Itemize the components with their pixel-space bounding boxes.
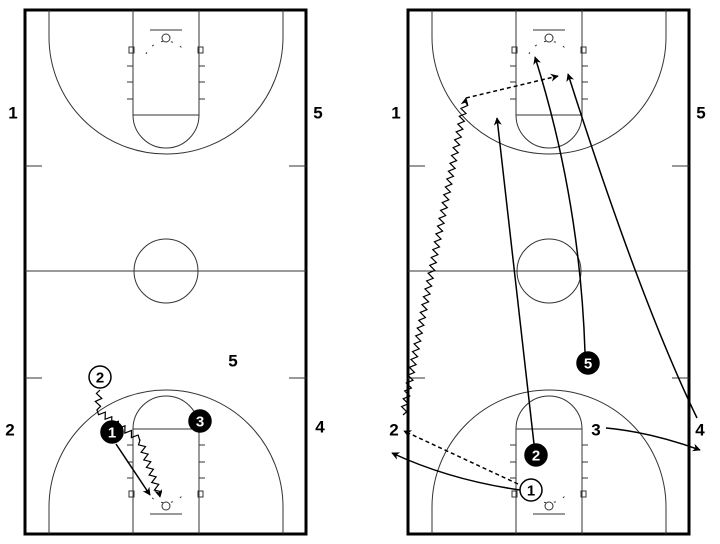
player-circle xyxy=(576,351,600,375)
position-spot-label: 4 xyxy=(695,421,705,440)
restricted-arc xyxy=(145,40,187,55)
position-spot-label: 5 xyxy=(696,104,705,123)
player-circle xyxy=(100,420,124,444)
free-throw-circle xyxy=(515,114,583,149)
cut-path xyxy=(115,443,151,496)
three-point-line xyxy=(48,10,284,155)
player-number: 1 xyxy=(527,483,535,500)
offense-player-open: 1 xyxy=(519,478,543,502)
block-mark xyxy=(511,46,518,54)
restricted-arc xyxy=(528,40,570,55)
basket xyxy=(544,501,554,511)
cut-path xyxy=(391,452,521,491)
three-point-line xyxy=(431,10,667,155)
basket xyxy=(161,33,171,43)
position-spot-label: 5 xyxy=(228,352,237,371)
player-number: 5 xyxy=(584,356,592,373)
center-circle xyxy=(133,238,199,304)
center-circle xyxy=(516,238,582,304)
dribble-path xyxy=(94,389,163,498)
offense-player-filled: 5 xyxy=(576,351,600,375)
court-boundary xyxy=(23,8,308,536)
player-circle xyxy=(188,409,212,433)
position-spot-label: 2 xyxy=(5,421,14,440)
pass-path xyxy=(465,73,559,99)
position-spot-label: 5 xyxy=(313,104,322,123)
free-throw-circle xyxy=(515,395,583,430)
cut-path xyxy=(493,117,535,445)
court xyxy=(23,8,308,536)
block-mark xyxy=(128,490,135,498)
free-throw-lane xyxy=(515,10,583,116)
player-number: 3 xyxy=(196,414,204,431)
player-number: 2 xyxy=(96,370,104,387)
dribble-path xyxy=(400,97,469,416)
court xyxy=(406,8,691,536)
player-number: 2 xyxy=(532,448,540,465)
offense-player-filled: 3 xyxy=(188,409,212,433)
position-spot-label: 1 xyxy=(391,104,400,123)
court-boundary xyxy=(406,8,691,536)
free-throw-lane xyxy=(132,428,200,534)
offense-player-filled: 1 xyxy=(100,420,124,444)
restricted-arc xyxy=(145,489,187,504)
position-spot-label: 4 xyxy=(315,418,325,437)
cut-path xyxy=(605,427,701,452)
block-mark xyxy=(580,46,587,54)
block-mark xyxy=(580,490,587,498)
cut-path xyxy=(566,73,698,419)
basket xyxy=(161,501,171,511)
position-spot-label: 3 xyxy=(591,421,600,440)
position-spot-label: 2 xyxy=(389,421,398,440)
movement-paths xyxy=(94,56,701,498)
free-throw-circle xyxy=(132,114,200,149)
block-mark xyxy=(197,46,204,54)
player-circle xyxy=(524,443,548,467)
pass-path xyxy=(403,430,519,485)
three-point-line xyxy=(431,389,667,534)
player-number: 1 xyxy=(108,425,116,442)
offense-player-open: 2 xyxy=(88,365,112,389)
cut-path xyxy=(533,56,586,353)
position-spot-label: 1 xyxy=(8,104,17,123)
free-throw-lane xyxy=(132,10,200,116)
free-throw-lane xyxy=(515,428,583,534)
block-mark xyxy=(511,490,518,498)
player-circle xyxy=(519,478,543,502)
basket xyxy=(544,33,554,43)
block-mark xyxy=(128,46,135,54)
block-mark xyxy=(197,490,204,498)
offense-player-filled: 2 xyxy=(524,443,548,467)
three-point-line xyxy=(48,389,284,534)
player-circle xyxy=(88,365,112,389)
